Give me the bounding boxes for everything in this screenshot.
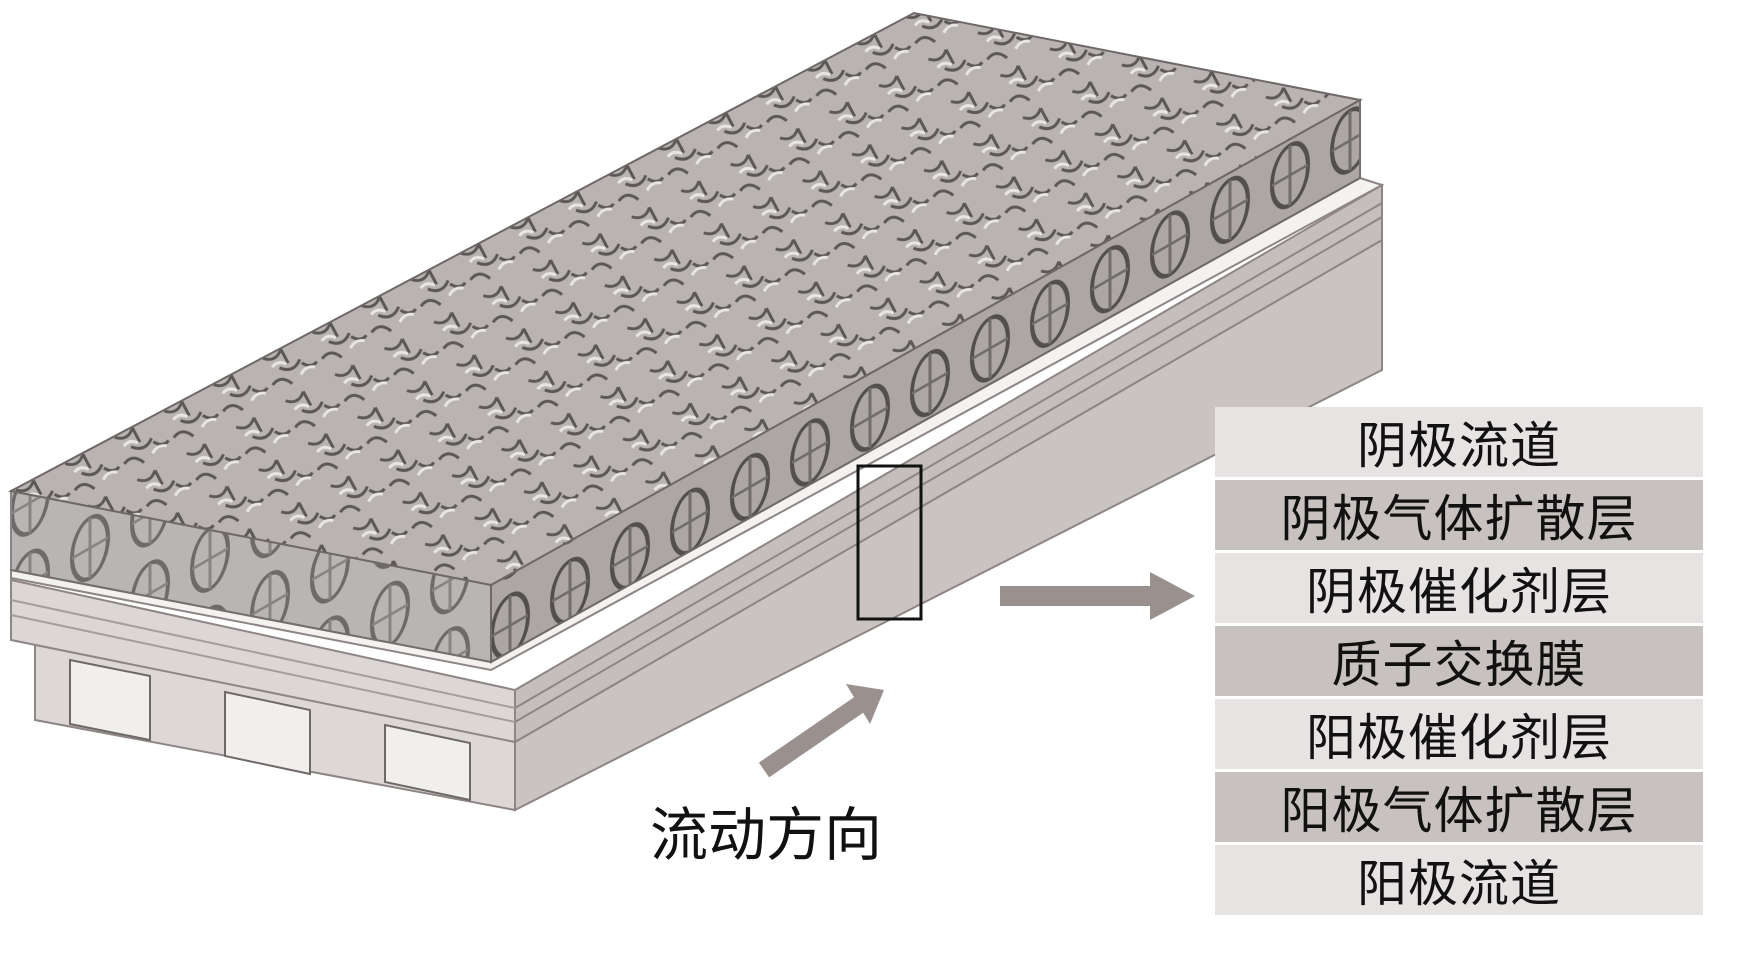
channel-opening xyxy=(69,658,151,742)
channel-opening xyxy=(384,723,471,802)
layer-cathode-catalyst: 阴极催化剂层 xyxy=(1215,553,1703,623)
layer-legend: 阴极流道 阴极气体扩散层 阴极催化剂层 质子交换膜 阳极催化剂层 阳极气体扩散层… xyxy=(1215,407,1703,918)
flow-direction-arrow-icon xyxy=(758,684,884,778)
layer-cathode-gdl: 阴极气体扩散层 xyxy=(1215,480,1703,550)
cathode-mesh-flow-field xyxy=(8,11,1363,664)
right-arrow-icon xyxy=(1000,572,1195,620)
channel-opening xyxy=(224,690,311,776)
layer-anode-catalyst: 阳极催化剂层 xyxy=(1215,699,1703,769)
detail-highlight-box xyxy=(856,464,923,621)
anode-flow-channel-block xyxy=(34,238,1383,812)
layer-anode-gdl: 阳极气体扩散层 xyxy=(1215,772,1703,842)
layer-proton-exchange-membrane: 质子交换膜 xyxy=(1215,626,1703,696)
layer-cathode-flow-channel: 阴极流道 xyxy=(1215,407,1703,477)
flow-direction-label: 流动方向 xyxy=(650,801,883,869)
layer-anode-flow-channel: 阳极流道 xyxy=(1215,845,1703,915)
